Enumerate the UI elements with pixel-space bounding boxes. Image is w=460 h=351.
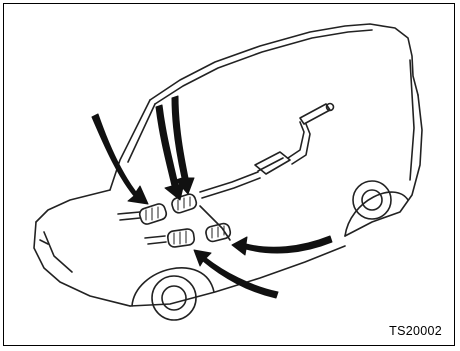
tailpipe-icon <box>300 104 334 125</box>
catalytic-converter-icon <box>205 222 232 242</box>
catalytic-converter-icon <box>167 228 195 247</box>
pointer-arrow-icon <box>194 250 278 298</box>
figure-code: TS20002 <box>389 324 442 338</box>
catalytic-converter-icon <box>138 202 168 225</box>
muffler-icon <box>255 152 290 174</box>
pointer-arrow-icon <box>232 236 332 255</box>
